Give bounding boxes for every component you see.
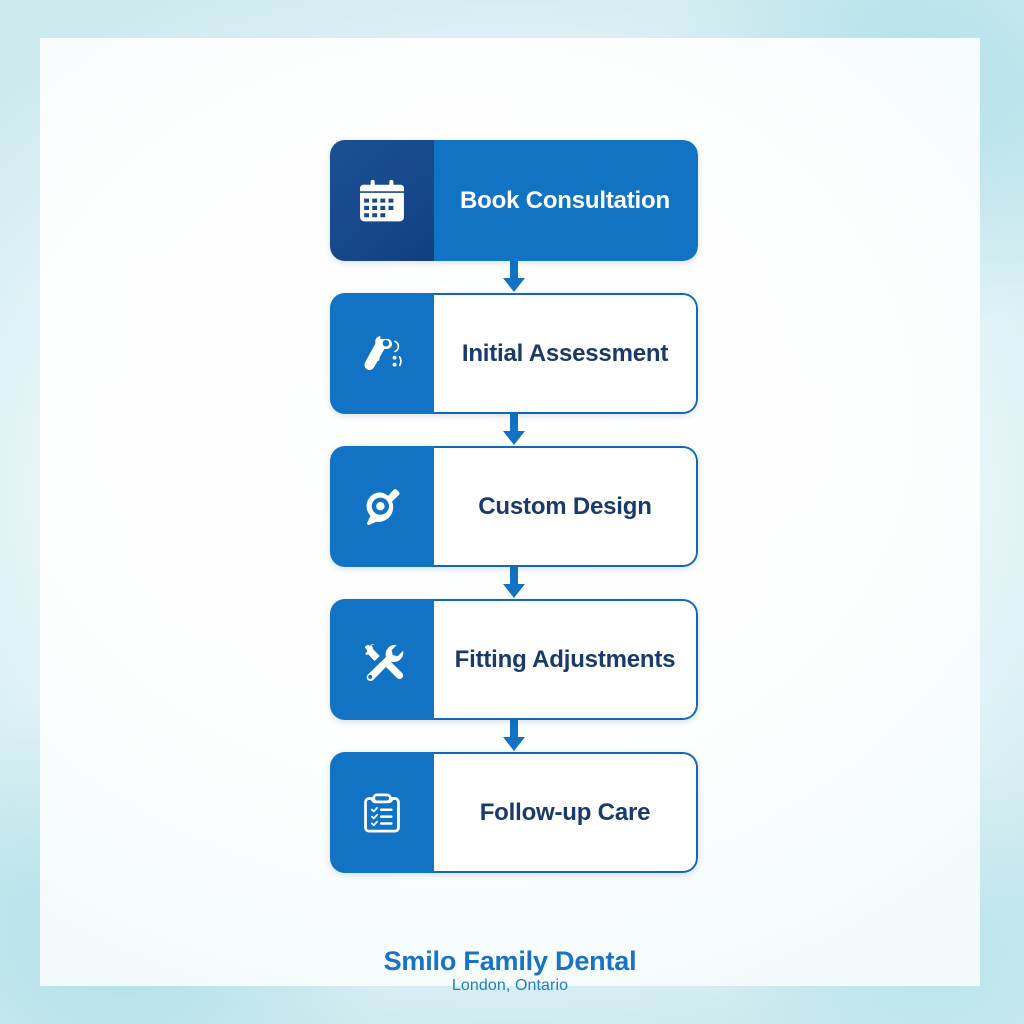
intraoral-scanner-icon [364, 335, 402, 370]
inner-panel: Book Consultation [40, 38, 980, 994]
flow-connector-2 [330, 414, 698, 446]
flow-step-body: Initial Assessment [434, 293, 698, 414]
down-arrow-icon [503, 414, 525, 445]
flow-step-label: Initial Assessment [461, 339, 669, 367]
flow-step-body: Fitting Adjustments [434, 599, 698, 720]
flow-step-body: Book Consultation [434, 140, 698, 261]
clinic-location: London, Ontario [451, 977, 569, 995]
flow-step-icon-panel [330, 752, 434, 873]
down-arrow-icon [503, 720, 525, 751]
flow-step-label: Book Consultation [460, 186, 670, 214]
calendar-icon [360, 179, 404, 221]
flow-connector-1 [330, 261, 698, 293]
down-arrow-icon [503, 567, 525, 598]
compass-design-icon [366, 488, 400, 525]
flow-step-label: Custom Design [478, 492, 652, 520]
flow-step-label: Fitting Adjustments [454, 645, 676, 673]
flow-step-icon-panel [330, 599, 434, 720]
clipboard-checklist-icon [364, 793, 400, 832]
flow-step-icon-panel [330, 293, 434, 414]
flow-step-body: Follow-up Care [434, 752, 698, 873]
flow-connector-3 [330, 567, 698, 599]
flow-step-initial-assessment[interactable]: Initial Assessment [330, 293, 698, 414]
footer: Smilo Family Dental London, Ontario [40, 946, 980, 995]
flow-connector-4 [330, 720, 698, 752]
flow-step-body: Custom Design [434, 446, 698, 567]
process-flow: Book Consultation [330, 140, 700, 873]
wrench-screwdriver-icon [365, 643, 404, 681]
flow-step-custom-design[interactable]: Custom Design [330, 446, 698, 567]
flow-step-follow-up-care[interactable]: Follow-up Care [330, 752, 698, 873]
clinic-name: Smilo Family Dental [383, 946, 637, 976]
flow-step-label: Follow-up Care [479, 798, 651, 826]
flow-step-fitting-adjustments[interactable]: Fitting Adjustments [330, 599, 698, 720]
down-arrow-icon [503, 261, 525, 292]
flow-step-icon-panel [330, 446, 434, 567]
flow-step-icon-panel [330, 140, 434, 261]
flow-step-book-consultation[interactable]: Book Consultation [330, 140, 698, 261]
